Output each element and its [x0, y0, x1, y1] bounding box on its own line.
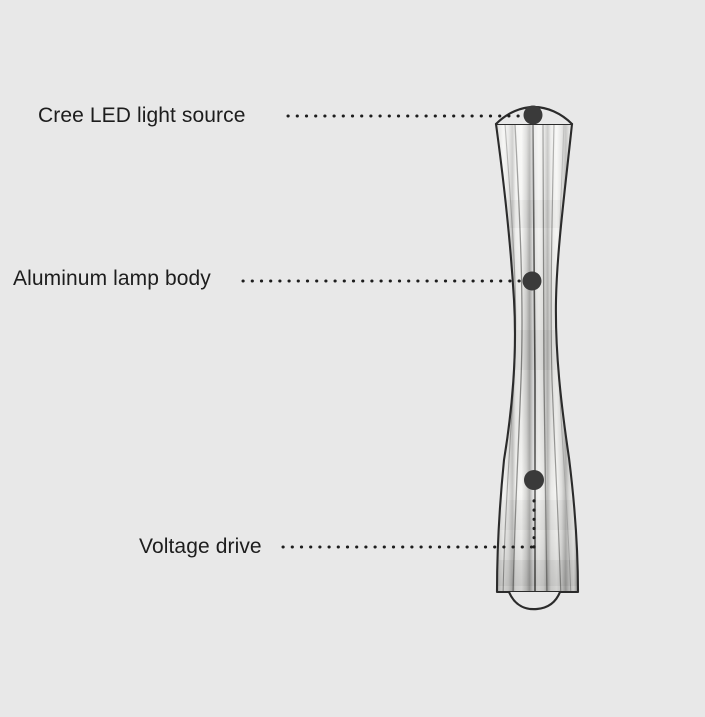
- callout-label-cree-led: Cree LED light source: [38, 104, 246, 127]
- callout-dot-body[interactable]: [522, 271, 542, 291]
- lamp-bottom-cap: [507, 590, 562, 611]
- callout-dot-led[interactable]: [523, 105, 543, 125]
- callout-markers: [522, 105, 544, 490]
- callout-label-voltage-drive: Voltage drive: [139, 535, 262, 558]
- callout-label-aluminum-body: Aluminum lamp body: [13, 267, 211, 290]
- lamp-illustration: [494, 105, 580, 611]
- lamp-body-outline: [494, 122, 580, 594]
- callout-dot-drive[interactable]: [524, 470, 544, 490]
- leader-lines: [241, 114, 536, 549]
